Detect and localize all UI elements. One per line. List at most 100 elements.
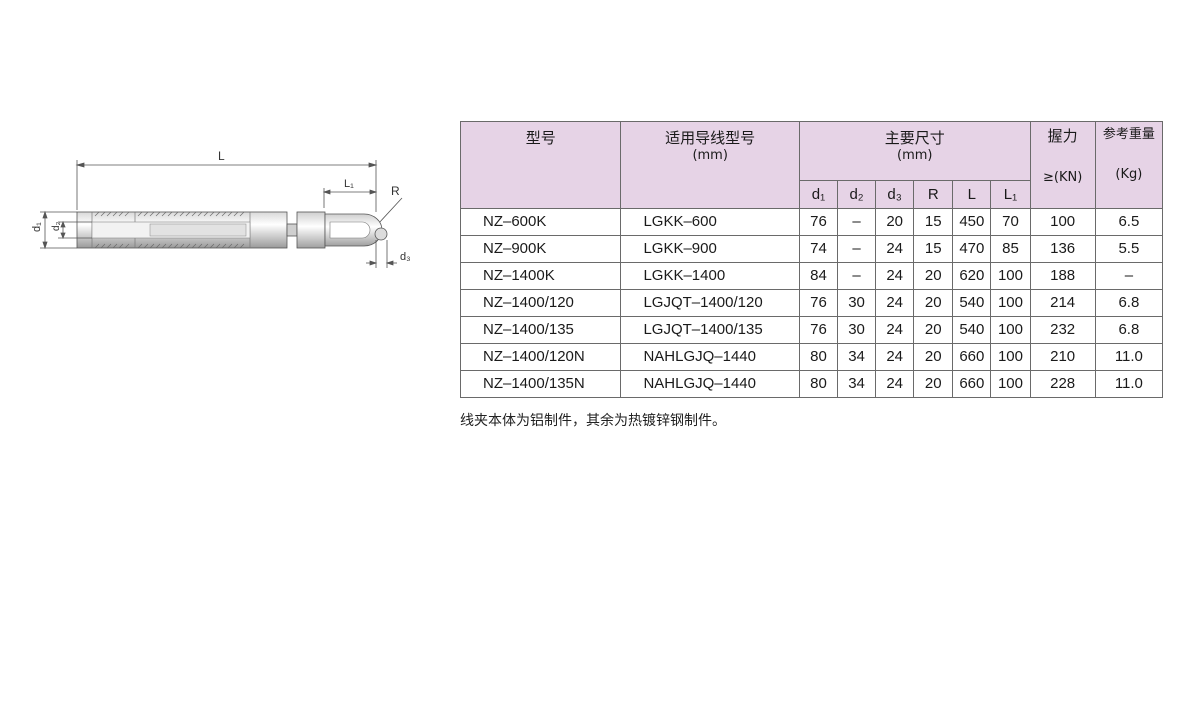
- cell-d1: 76: [798, 208, 839, 236]
- label-L: L: [218, 149, 225, 163]
- cell-model: NZ–1400/120N: [459, 343, 622, 371]
- label-R: R: [391, 184, 400, 198]
- cell-l1: 100: [990, 343, 1031, 371]
- cell-r: 20: [913, 289, 954, 317]
- cell-d3: 24: [875, 370, 915, 398]
- cell-model: NZ–1400K: [459, 262, 622, 290]
- dimension-L1: [322, 188, 378, 208]
- cell-grip: 228: [1029, 370, 1096, 398]
- cell-l: 470: [952, 235, 992, 263]
- cell-conductor: LGJQT–1400/120: [620, 289, 800, 317]
- cell-d2: –: [837, 262, 877, 290]
- cell-d2: 30: [837, 289, 877, 317]
- table-row: NZ–1400/120N NAHLGJQ–1440 80 34 24 20 66…: [459, 343, 1164, 371]
- cell-conductor: NAHLGJQ–1440: [620, 343, 800, 371]
- header-conductor: 适用导线型号 (mm): [620, 121, 800, 209]
- cell-r: 20: [913, 370, 954, 398]
- clamp-drawing: L L₁ R: [31, 149, 411, 268]
- cell-l: 450: [952, 208, 992, 236]
- cell-model: NZ–1400/135: [459, 316, 622, 344]
- cell-weight: 6.8: [1094, 289, 1164, 317]
- cell-l1: 70: [990, 208, 1031, 236]
- clamp-tube: [76, 211, 288, 249]
- header-grip: 握力 ≥(KN): [1029, 121, 1096, 209]
- cell-d2: –: [837, 208, 877, 236]
- cell-r: 15: [913, 235, 954, 263]
- cell-d3: 24: [875, 289, 915, 317]
- cell-l1: 100: [990, 262, 1031, 290]
- cell-conductor: LGKK–600: [620, 208, 800, 236]
- cell-conductor: LGJQT–1400/135: [620, 316, 800, 344]
- cell-l: 540: [952, 289, 992, 317]
- cell-d3: 24: [875, 343, 915, 371]
- header-sub-l1: L₁: [990, 180, 1031, 209]
- cell-d1: 84: [798, 262, 839, 290]
- label-d3: d₃: [400, 251, 411, 263]
- header-weight: 参考重量 (Kg): [1094, 121, 1164, 209]
- cell-conductor: LGKK–1400: [620, 262, 800, 290]
- cell-grip: 100: [1029, 208, 1096, 236]
- header-dimensions: 主要尺寸 (mm): [798, 121, 1031, 181]
- cell-l: 620: [952, 262, 992, 290]
- cell-d2: –: [837, 235, 877, 263]
- cell-grip: 214: [1029, 289, 1096, 317]
- cell-weight: 11.0: [1094, 370, 1164, 398]
- cell-grip: 232: [1029, 316, 1096, 344]
- table-row: NZ–1400/120 LGJQT–1400/120 76 30 24 20 5…: [459, 289, 1164, 317]
- cell-d2: 34: [837, 343, 877, 371]
- cell-d3: 20: [875, 208, 915, 236]
- cell-l: 540: [952, 316, 992, 344]
- header-sub-d1: d₁: [798, 180, 839, 209]
- cell-r: 15: [913, 208, 954, 236]
- cell-l1: 100: [990, 370, 1031, 398]
- dimension-d3: [366, 240, 397, 268]
- cell-l: 660: [952, 370, 992, 398]
- cell-d1: 80: [798, 343, 839, 371]
- table-row: NZ–1400K LGKK–1400 84 – 24 20 620 100 18…: [459, 262, 1164, 290]
- cell-d3: 24: [875, 316, 915, 344]
- cell-r: 20: [913, 343, 954, 371]
- cell-grip: 188: [1029, 262, 1096, 290]
- cell-r: 20: [913, 316, 954, 344]
- cell-l1: 85: [990, 235, 1031, 263]
- clamp-eye: [324, 213, 388, 247]
- cell-model: NZ–900K: [459, 235, 622, 263]
- cell-conductor: LGKK–900: [620, 235, 800, 263]
- header-model: 型号: [459, 121, 622, 209]
- dimension-L: [75, 160, 378, 212]
- cell-grip: 210: [1029, 343, 1096, 371]
- cell-l: 660: [952, 343, 992, 371]
- table-row: NZ–1400/135 LGJQT–1400/135 76 30 24 20 5…: [459, 316, 1164, 344]
- cell-d1: 80: [798, 370, 839, 398]
- cell-model: NZ–600K: [459, 208, 622, 236]
- spec-table: 型号 适用导线型号 (mm) 主要尺寸 (mm) 握力 ≥(KN) 参考重量 (…: [459, 121, 1164, 398]
- cell-model: NZ–1400/120: [459, 289, 622, 317]
- dimension-d2: [58, 220, 92, 240]
- dimension-R: [377, 197, 403, 225]
- cell-l1: 100: [990, 289, 1031, 317]
- cell-d1: 76: [798, 316, 839, 344]
- header-sub-d3: d₃: [875, 180, 915, 209]
- table-row: NZ–600K LGKK–600 76 – 20 15 450 70 100 6…: [459, 208, 1164, 236]
- cell-weight: 5.5: [1094, 235, 1164, 263]
- cell-model: NZ–1400/135N: [459, 370, 622, 398]
- label-d2: d₂: [51, 221, 62, 231]
- cell-d3: 24: [875, 235, 915, 263]
- header-sub-l: L: [952, 180, 992, 209]
- header-sub-d2: d₂: [837, 180, 877, 209]
- cell-r: 20: [913, 262, 954, 290]
- header-sub-r: R: [913, 180, 954, 209]
- material-note: 线夹本体为铝制件，其余为热镀锌钢制件。: [460, 413, 726, 429]
- cell-d2: 34: [837, 370, 877, 398]
- cell-conductor: NAHLGJQ–1440: [620, 370, 800, 398]
- dimension-d1: [40, 210, 77, 250]
- cell-grip: 136: [1029, 235, 1096, 263]
- cell-l1: 100: [990, 316, 1031, 344]
- cell-d3: 24: [875, 262, 915, 290]
- label-d1: d₁: [31, 222, 43, 232]
- cell-weight: –: [1094, 262, 1164, 290]
- cell-weight: 6.8: [1094, 316, 1164, 344]
- cell-weight: 11.0: [1094, 343, 1164, 371]
- cell-d2: 30: [837, 316, 877, 344]
- cell-weight: 6.5: [1094, 208, 1164, 236]
